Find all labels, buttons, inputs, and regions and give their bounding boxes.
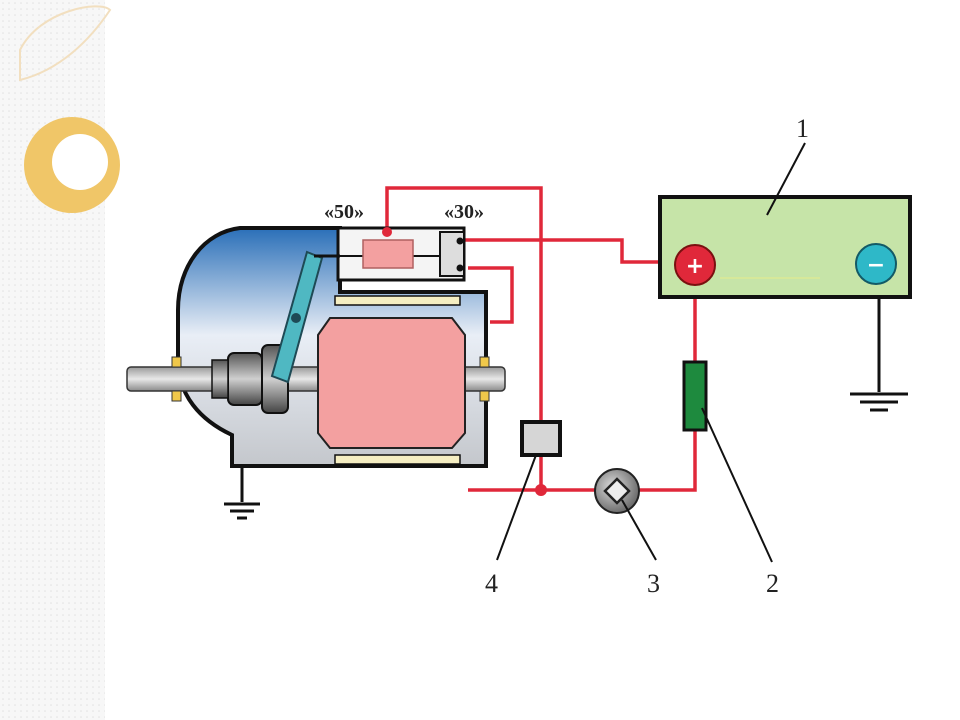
wire-terminal30-to-battery-plus [465, 238, 678, 264]
callout-4-relay: 4 [485, 569, 498, 598]
battery: + − [658, 195, 912, 412]
bearing-rear-bottom [479, 390, 490, 402]
decor-ring-hole [52, 134, 108, 190]
fuse [682, 360, 708, 432]
slide-decoration [0, 0, 120, 720]
decor-strip [0, 0, 105, 720]
battery-minus-terminal [855, 243, 897, 285]
callout-3-switch: 3 [647, 569, 660, 598]
leader-3 [621, 499, 657, 561]
battery-plus-sign: + [686, 254, 704, 279]
wire-fuse-to-switch [635, 430, 697, 492]
contact-field [456, 264, 464, 272]
solenoid-coil [362, 239, 414, 269]
contact-30 [456, 237, 464, 245]
bearing-front-top [171, 356, 182, 368]
ground-symbol-battery [850, 297, 908, 412]
ignition-switch [594, 468, 640, 514]
callout-leaders [496, 142, 806, 563]
wire-loop-to-field [468, 266, 514, 324]
terminal-30-label: «30» [444, 201, 484, 223]
wiring [385, 186, 697, 492]
decor-leaf [19, 5, 112, 82]
leader-1 [766, 142, 806, 216]
bearing-rear-top [479, 356, 490, 368]
ground-symbol-starter [224, 466, 260, 520]
armature [317, 317, 466, 449]
terminal-50-label: «50» [324, 201, 364, 223]
starter-motor [126, 226, 506, 520]
battery-plus-terminal [674, 244, 716, 286]
starter-relay [520, 420, 562, 457]
leader-2 [701, 407, 773, 563]
callout-1-battery: 1 [796, 114, 809, 143]
field-pole-bottom [334, 454, 461, 465]
terminal-50-node [382, 227, 392, 237]
leader-4 [496, 454, 537, 561]
field-pole-top [334, 295, 461, 306]
battery-minus-sign: − [867, 253, 885, 278]
wire-terminal50-to-relay [385, 186, 543, 422]
shift-lever [270, 250, 340, 384]
bearing-front-bottom [171, 390, 182, 402]
junction-node [535, 484, 547, 496]
callout-2-fuse: 2 [766, 569, 779, 598]
